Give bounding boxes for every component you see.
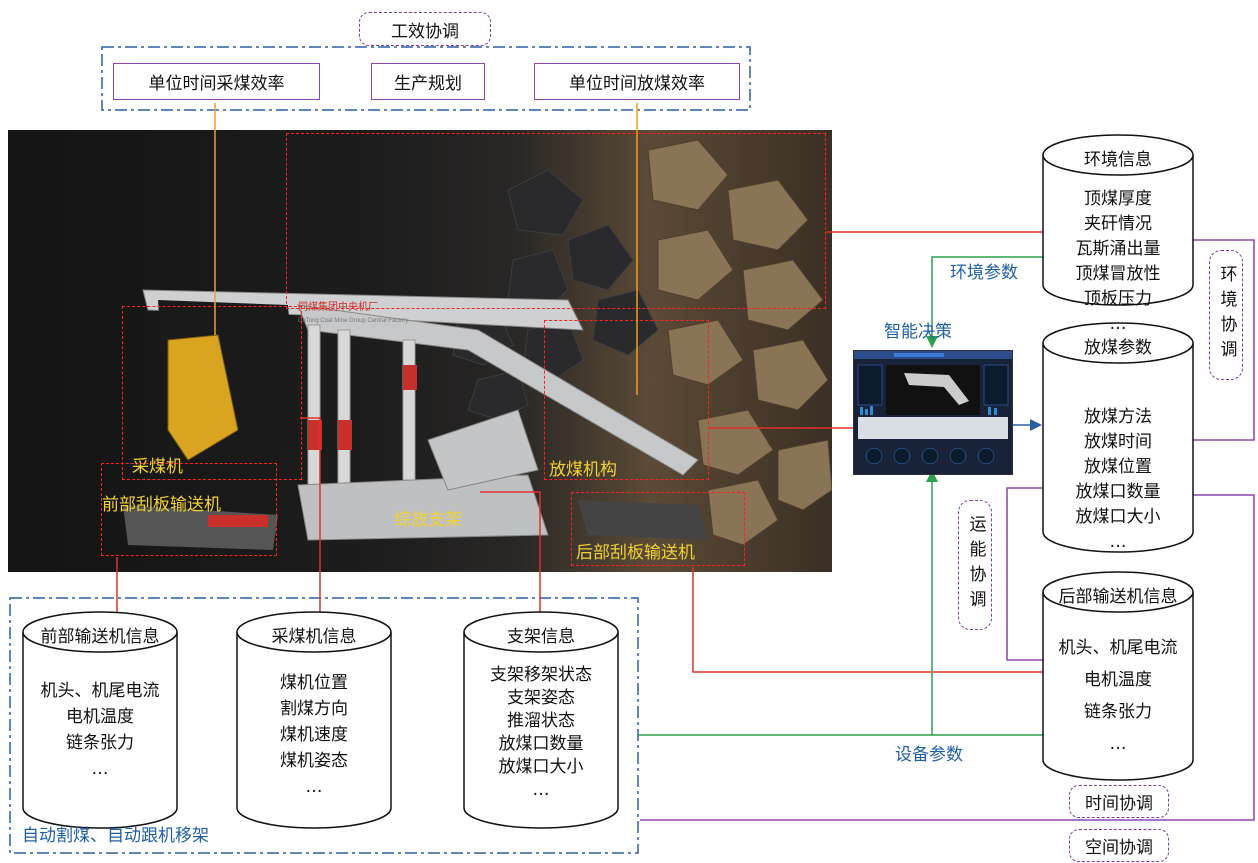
cylinder-item: 顶煤冒放性 (1075, 264, 1161, 284)
coord-transport: 运能协调 (958, 500, 992, 630)
cylinder-item: 推溜状态 (507, 711, 575, 731)
box-label: 生产规划 (394, 74, 462, 94)
bottom-group-border (9, 597, 639, 854)
coord-environment: 环境协调 (1209, 250, 1243, 380)
coord-time: 时间协调 (1069, 785, 1169, 818)
cylinder-item: … (305, 777, 323, 797)
coord-label: 时间协调 (1085, 794, 1153, 814)
cylinder-item: 煤机速度 (280, 725, 348, 745)
plate-subtext: DaTong Coal Mine Group Central Factory (298, 318, 408, 324)
cylinder-title: 支架信息 (507, 627, 575, 647)
cylinder-item: 支架移架状态 (490, 665, 592, 685)
env-params-label: 环境参数 (950, 263, 1018, 283)
region-shearer (122, 306, 302, 480)
label-caving: 放煤机构 (549, 460, 617, 480)
cylinder-item: 放煤口大小 (498, 757, 584, 777)
mining-scene-art: 同煤集团中央机厂 DaTong Coal Mine Group Central … (123, 139, 832, 550)
cylinder-item: 电机温度 (66, 707, 134, 727)
decision-screen (853, 350, 1013, 475)
cylinder-rear-conveyor-info: 后部输送机信息 机头、机尾电流 电机温度 链条张力 … (1043, 572, 1193, 782)
cylinder-item: 电机温度 (1084, 670, 1152, 690)
box-production-plan: 生产规划 (371, 63, 485, 100)
coord-label: 运能协调 (965, 515, 986, 615)
equipment-params-label: 设备参数 (895, 745, 963, 765)
label-rear-conveyor: 后部刮板输送机 (576, 543, 695, 563)
cylinder-item: 割煤方向 (280, 699, 348, 719)
cylinder-item: 支架姿态 (507, 688, 575, 708)
cylinder-shearer-info: 采煤机信息 煤机位置 割煤方向 煤机速度 煤机姿态 … (237, 612, 391, 832)
cylinder-item: 夹矸情况 (1084, 214, 1152, 234)
cylinder-title: 前部输送机信息 (40, 627, 160, 647)
label-front-conveyor: 前部刮板输送机 (102, 495, 221, 515)
cylinder-item: 链条张力 (1084, 702, 1152, 722)
region-caving (544, 320, 709, 480)
cylinder-title: 后部输送机信息 (1058, 587, 1178, 607)
cylinder-title: 环境信息 (1084, 150, 1152, 170)
cylinder-item: 瓦斯涌出量 (1075, 239, 1161, 259)
cylinder-item: 煤机位置 (280, 673, 348, 693)
cylinder-item: … (1109, 532, 1127, 552)
cylinder-caving-params: 放煤参数 放煤方法 放煤时间 放煤位置 放煤口数量 放煤口大小 … (1043, 323, 1193, 553)
label-shearer: 采煤机 (132, 457, 183, 477)
cylinder-item: 机头、机尾电流 (40, 681, 160, 701)
coord-work-efficiency: 工效协调 (359, 12, 491, 46)
mining-scene-photo: 同煤集团中央机厂 DaTong Coal Mine Group Central … (8, 130, 832, 572)
cylinder-item: 放煤口数量 (498, 734, 584, 754)
box-mining-efficiency: 单位时间采煤效率 (113, 63, 320, 100)
cylinder-item: … (1109, 734, 1127, 754)
cylinder-title: 采煤机信息 (271, 627, 357, 647)
plate-text: 同煤集团中央机厂 (298, 300, 378, 313)
cylinder-item: 放煤方法 (1084, 407, 1152, 427)
top-group-border (101, 46, 751, 111)
bottom-group-label: 自动割煤、自动跟机移架 (22, 826, 209, 846)
coord-label: 空间协调 (1085, 838, 1153, 858)
cylinder-support-info: 支架信息 支架移架状态 支架姿态 推溜状态 放煤口数量 放煤口大小 … (464, 612, 618, 832)
cylinder-item: … (1109, 314, 1127, 334)
cylinder-item: 机头、机尾电流 (1058, 638, 1178, 658)
cylinder-item: 煤机姿态 (280, 751, 348, 771)
cylinder-environment-info: 环境信息 顶煤厚度 夹矸情况 瓦斯涌出量 顶煤冒放性 顶板压力 … (1043, 135, 1193, 334)
box-label: 单位时间放煤效率 (569, 74, 705, 94)
cylinder-title: 放煤参数 (1084, 338, 1152, 358)
cylinder-item: 放煤位置 (1084, 457, 1152, 477)
cylinder-item: 顶板压力 (1084, 289, 1152, 309)
region-front-conveyor (101, 463, 277, 556)
coord-label: 工效协调 (391, 21, 459, 42)
decision-screen-art (854, 351, 1012, 465)
coord-space: 空间协调 (1069, 829, 1169, 862)
box-label: 单位时间采煤效率 (148, 74, 285, 94)
cylinder-item: 放煤口大小 (1075, 507, 1161, 527)
cylinder-item: 放煤口数量 (1075, 482, 1161, 502)
region-rear-conveyor (571, 492, 745, 566)
cylinder-item: … (91, 759, 109, 779)
cylinder-item: 放煤时间 (1084, 432, 1152, 452)
coord-label: 环境协调 (1216, 265, 1237, 365)
cylinder-item: 顶煤厚度 (1084, 189, 1152, 209)
cylinder-item: … (532, 780, 550, 800)
cylinder-front-conveyor-info: 前部输送机信息 机头、机尾电流 电机温度 链条张力 … (23, 612, 177, 832)
decision-label: 智能决策 (884, 322, 952, 342)
cylinder-item: 链条张力 (66, 733, 134, 753)
region-top-coal (286, 133, 826, 309)
box-caving-efficiency: 单位时间放煤效率 (534, 63, 740, 100)
label-support: 综放支架 (394, 510, 462, 530)
